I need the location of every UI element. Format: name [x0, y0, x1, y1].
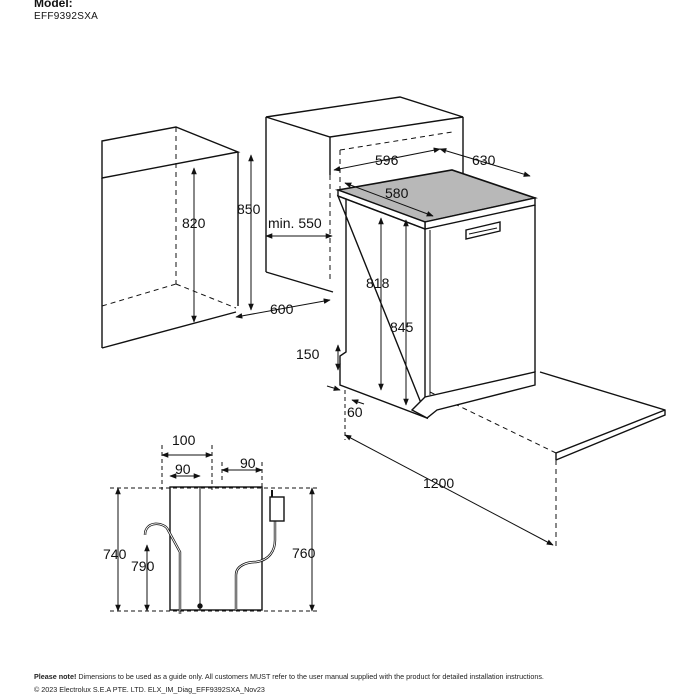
dim-1200: 1200	[423, 475, 454, 491]
dim-60: 60	[347, 404, 363, 420]
dimension-lines	[110, 147, 554, 612]
dim-760: 760	[292, 545, 316, 561]
side-view	[143, 486, 285, 614]
dim-600: 600	[270, 301, 294, 317]
dim-790: 790	[131, 558, 155, 574]
footer-note: Please note! Dimensions to be used as a …	[34, 672, 544, 681]
dim-150: 150	[296, 346, 320, 362]
model-label: Model:	[34, 0, 73, 10]
back-cabinet	[265, 96, 464, 293]
footer-note-text: Dimensions to be used as a guide only. A…	[76, 672, 544, 681]
footer-note-bold: Please note!	[34, 672, 77, 681]
dim-90-left: 90	[175, 461, 191, 477]
dim-850: 850	[237, 201, 261, 217]
dim-90-right: 90	[240, 455, 256, 471]
model-number: EFF9392SXA	[34, 11, 99, 22]
dim-740: 740	[103, 546, 127, 562]
dim-580: 580	[385, 185, 409, 201]
dim-min-550: min. 550	[268, 215, 322, 231]
dim-820: 820	[182, 215, 206, 231]
dim-845: 845	[390, 319, 414, 335]
left-cabinet	[101, 126, 241, 349]
floor-plate	[429, 371, 666, 548]
dimension-labels: 596 630 580 820 850 min. 550 600 818 845…	[103, 152, 496, 574]
dishwasher	[334, 169, 538, 420]
dim-100: 100	[172, 432, 196, 448]
footer-copyright: © 2023 Electrolux S.E.A PTE. LTD. ELX_IM…	[34, 685, 265, 694]
dim-630: 630	[472, 152, 496, 168]
dishwasher-top-panel	[334, 169, 538, 223]
dim-818: 818	[366, 275, 390, 291]
dim-596: 596	[375, 152, 399, 168]
